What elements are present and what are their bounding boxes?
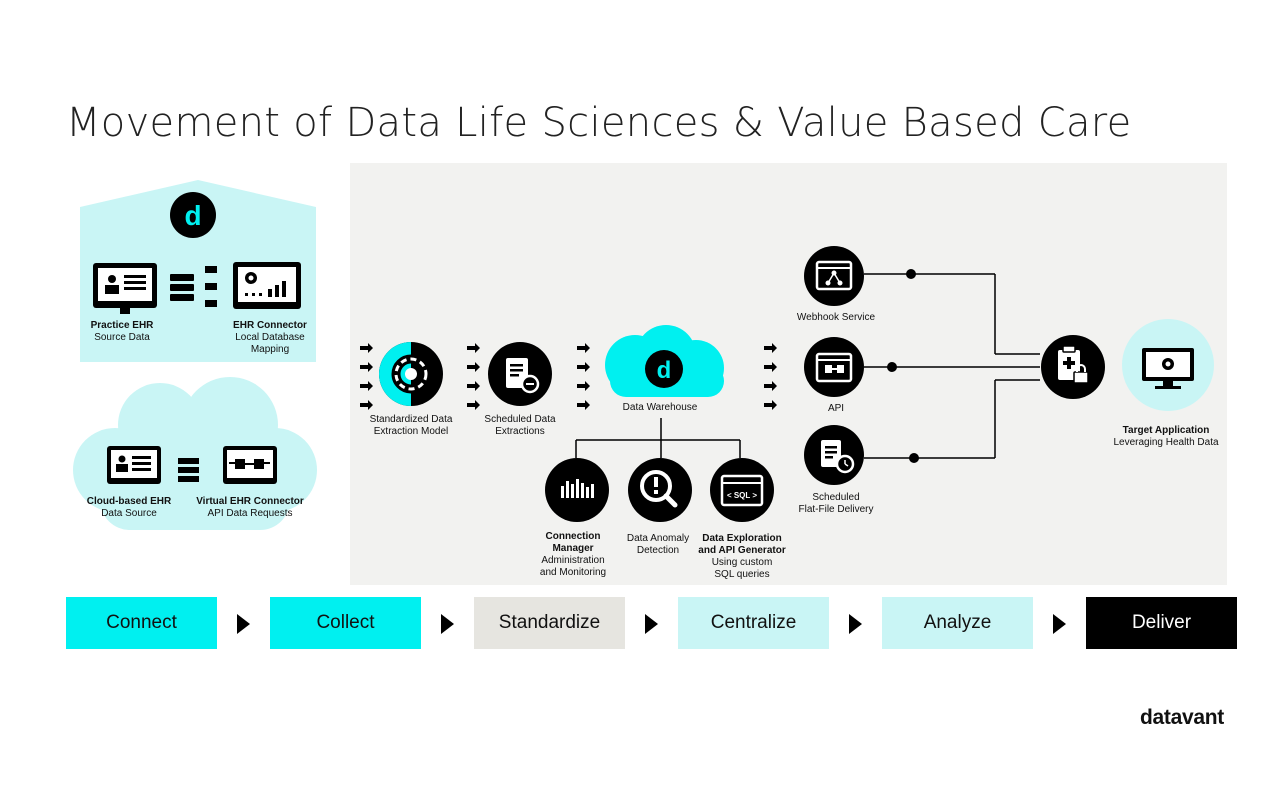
stage-arrow-icon xyxy=(1053,614,1066,634)
extraction-model-icon xyxy=(379,342,443,406)
datavant-d-icon: d xyxy=(170,192,216,238)
connector-dots xyxy=(887,269,919,463)
flat-file-icon xyxy=(804,425,864,485)
connection-manager-icon xyxy=(545,458,609,522)
practice-ehr-icon xyxy=(93,263,157,314)
stage-connect: Connect xyxy=(66,597,217,649)
anomaly-detection-icon xyxy=(628,458,692,522)
stage-deliver: Deliver xyxy=(1086,597,1237,649)
svg-text:d: d xyxy=(657,357,672,384)
api-label: API xyxy=(827,403,845,414)
stage-arrow-icon xyxy=(441,614,454,634)
data-blocks-icon xyxy=(205,266,217,307)
delivery-arrows xyxy=(764,343,777,410)
server-icon xyxy=(170,274,194,301)
api-icon xyxy=(804,337,864,397)
datavant-logo: datavant xyxy=(1140,706,1224,729)
stage-arrow-icon xyxy=(237,614,250,634)
data-warehouse-label: Data Warehouse xyxy=(622,402,698,413)
virtual-connector-icon xyxy=(223,446,277,484)
stage-collect: Collect xyxy=(270,597,421,649)
scheduled-extractions-icon xyxy=(488,342,552,406)
sql-explorer-icon: < SQL > xyxy=(710,458,774,522)
input-arrows xyxy=(360,343,373,410)
extraction-arrows xyxy=(467,343,480,410)
cloud-server-icon xyxy=(178,458,199,482)
webhook-label: Webhook Service xyxy=(796,312,876,323)
stage-arrow-icon xyxy=(849,614,862,634)
stage-standardize: Standardize xyxy=(474,597,625,649)
stage-arrow-icon xyxy=(645,614,658,634)
webhook-icon xyxy=(804,246,864,306)
warehouse-branch-lines xyxy=(575,418,741,458)
stage-centralize: Centralize xyxy=(678,597,829,649)
page-title: Movement of Data Life Sciences & Value B… xyxy=(66,100,1132,146)
warehouse-d-icon: d xyxy=(645,350,683,388)
secure-record-icon xyxy=(1041,335,1105,399)
cloud-ehr-icon xyxy=(107,446,161,484)
practice-house-shape xyxy=(80,180,316,362)
warehouse-arrows xyxy=(577,343,590,410)
stage-analyze: Analyze xyxy=(882,597,1033,649)
svg-text:< SQL >: < SQL > xyxy=(727,491,757,500)
svg-text:d: d xyxy=(184,200,201,231)
ehr-connector-icon xyxy=(233,262,301,309)
target-application-icon xyxy=(1122,319,1214,411)
